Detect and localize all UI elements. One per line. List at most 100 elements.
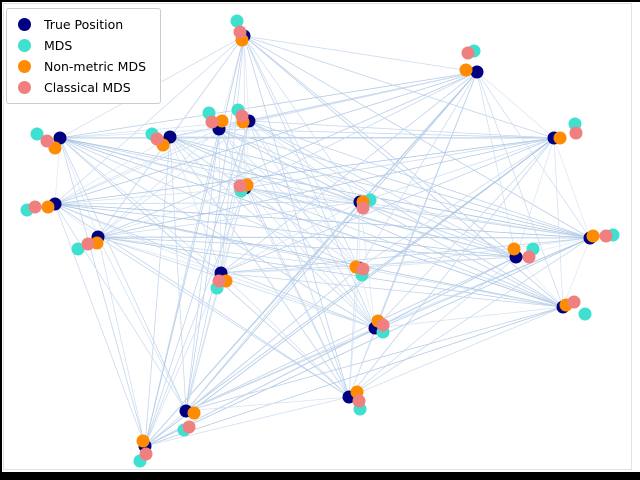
edge-line — [54, 201, 361, 205]
edge-line — [348, 201, 361, 398]
edge-line — [374, 306, 564, 329]
edge-line — [54, 137, 555, 205]
edge-line — [144, 410, 187, 447]
edge-line — [553, 137, 591, 239]
edge-line — [244, 187, 564, 308]
edge-line — [144, 272, 222, 447]
edge-line — [243, 35, 360, 269]
edge-line — [54, 203, 222, 274]
edge-line — [248, 120, 555, 139]
edge-line — [97, 236, 360, 269]
edge-line — [243, 35, 350, 398]
edge-line — [358, 237, 591, 269]
edge-line — [220, 237, 591, 274]
edge-line — [54, 203, 187, 412]
marker-cmds — [40, 134, 54, 148]
marker-mds — [71, 242, 85, 256]
edge-line — [97, 236, 146, 447]
edge-line — [144, 136, 171, 447]
marker-nmds — [459, 63, 473, 77]
edge-line — [185, 306, 564, 412]
edge-line — [185, 35, 245, 412]
edge-line — [220, 272, 350, 398]
edge-line — [169, 136, 564, 308]
legend-item-true-position: True Position — [18, 14, 146, 35]
edge-line — [553, 137, 564, 308]
edge-line — [244, 71, 478, 189]
mds-marker-icon — [18, 39, 31, 52]
edge-line — [169, 136, 187, 412]
edge-line — [144, 396, 350, 447]
edge-line — [59, 137, 187, 412]
marker-nmds — [586, 229, 600, 243]
edge-line — [185, 327, 376, 412]
marker-cmds — [522, 250, 536, 264]
edge-line — [243, 35, 376, 329]
marker-cmds — [352, 394, 366, 408]
legend-item-classical-mds: Classical MDS — [18, 77, 146, 98]
edge-line — [220, 201, 361, 274]
edge-line — [54, 203, 146, 447]
marker-cmds — [376, 318, 390, 332]
edge-line — [144, 35, 245, 447]
edge-line — [97, 187, 246, 238]
edge-line — [248, 120, 361, 203]
edge-line — [144, 267, 360, 447]
edge-line — [97, 137, 555, 238]
edge-line — [476, 71, 517, 258]
edge-line — [185, 120, 250, 412]
marker-mds — [230, 14, 244, 28]
edge-line — [248, 71, 478, 122]
edge-line — [54, 35, 245, 205]
edge-line — [358, 256, 517, 269]
edge-line — [144, 306, 564, 447]
edge-line — [144, 237, 591, 447]
edge-line — [54, 71, 478, 205]
marker-nmds — [41, 200, 55, 214]
edge-line — [348, 71, 478, 398]
edge-line — [97, 236, 187, 412]
edge-line — [144, 201, 361, 447]
edge-line — [220, 272, 564, 308]
marker-cmds — [212, 274, 226, 288]
edge-line — [144, 187, 246, 447]
edge-line — [220, 35, 245, 274]
edge-line — [244, 187, 350, 398]
edge-line — [244, 187, 361, 203]
edge-line — [244, 187, 376, 329]
edge-line — [97, 236, 376, 329]
edge-line — [244, 120, 250, 189]
marker-cmds — [233, 179, 247, 193]
edge-line — [248, 120, 591, 239]
edge-line — [243, 35, 591, 239]
marker-mds — [578, 307, 592, 321]
non-metric-mds-marker-icon — [18, 60, 31, 73]
edge-line — [359, 201, 591, 239]
classical-mds-marker-icon — [18, 81, 31, 94]
marker-cmds — [139, 447, 153, 461]
edge-line — [185, 201, 361, 412]
edge-line — [358, 137, 555, 269]
marker-nmds — [553, 131, 567, 145]
edge-line — [244, 137, 555, 189]
edge-line — [185, 71, 478, 412]
edge-line — [220, 272, 376, 329]
edge-lines — [54, 35, 591, 447]
true-position-marker-icon — [18, 18, 31, 31]
edge-line — [54, 187, 246, 205]
legend-item-mds: MDS — [18, 35, 146, 56]
edge-line — [248, 120, 517, 258]
edge-line — [244, 187, 517, 258]
edge-line — [185, 272, 222, 412]
marker-cmds — [150, 132, 164, 146]
edge-line — [97, 71, 478, 238]
edge-line — [248, 120, 376, 329]
edge-line — [218, 128, 517, 258]
marker-cmds — [599, 229, 613, 243]
marker-cmds — [569, 126, 583, 140]
marker-nmds — [215, 114, 229, 128]
legend-item-label: True Position — [44, 17, 124, 32]
edge-line — [243, 35, 250, 122]
